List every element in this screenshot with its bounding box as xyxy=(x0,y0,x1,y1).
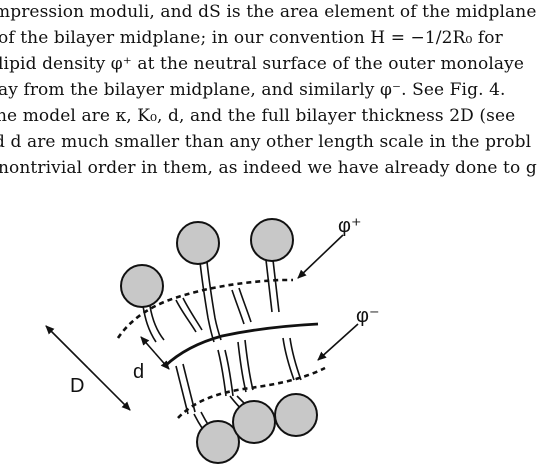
label-d: d xyxy=(133,361,144,383)
D-arrow-b xyxy=(87,367,131,411)
bilayer-midplane xyxy=(164,322,319,368)
upper-dashed-surface xyxy=(116,278,293,339)
label-phi-minus: φ⁻ xyxy=(356,305,380,327)
D-arrow-a xyxy=(45,325,89,369)
d-arrow-a xyxy=(140,336,156,354)
text-line-3: lipid density φ⁺ at the neutral surface … xyxy=(0,54,525,74)
text-line-5: he model are κ, K₀, d, and the full bila… xyxy=(0,106,516,126)
upper-tails xyxy=(142,259,280,343)
text-line-2: of the bilayer midplane; in our conventi… xyxy=(0,28,503,48)
lower-lipid-heads xyxy=(196,393,318,464)
text-line-1: mpression moduli, and dS is the area ele… xyxy=(0,2,537,22)
label-phi-plus: φ⁺ xyxy=(338,215,362,237)
d-arrow-b xyxy=(154,352,170,370)
label-D: D xyxy=(70,375,84,397)
paragraph-text: mpression moduli, and dS is the area ele… xyxy=(0,0,537,178)
phi-plus-arrow xyxy=(297,234,344,279)
text-line-6: d d are much smaller than any other leng… xyxy=(0,132,532,152)
upper-lipid-heads xyxy=(120,218,294,308)
lower-dashed-surface xyxy=(177,366,326,419)
bilayer-figure: φ⁺ φ⁻ d D xyxy=(45,215,380,464)
text-line-4: ay from the bilayer midplane, and simila… xyxy=(0,80,506,100)
text-line-7: nontrivial order in them, as indeed we h… xyxy=(0,158,537,178)
phi-minus-arrow xyxy=(317,323,359,361)
